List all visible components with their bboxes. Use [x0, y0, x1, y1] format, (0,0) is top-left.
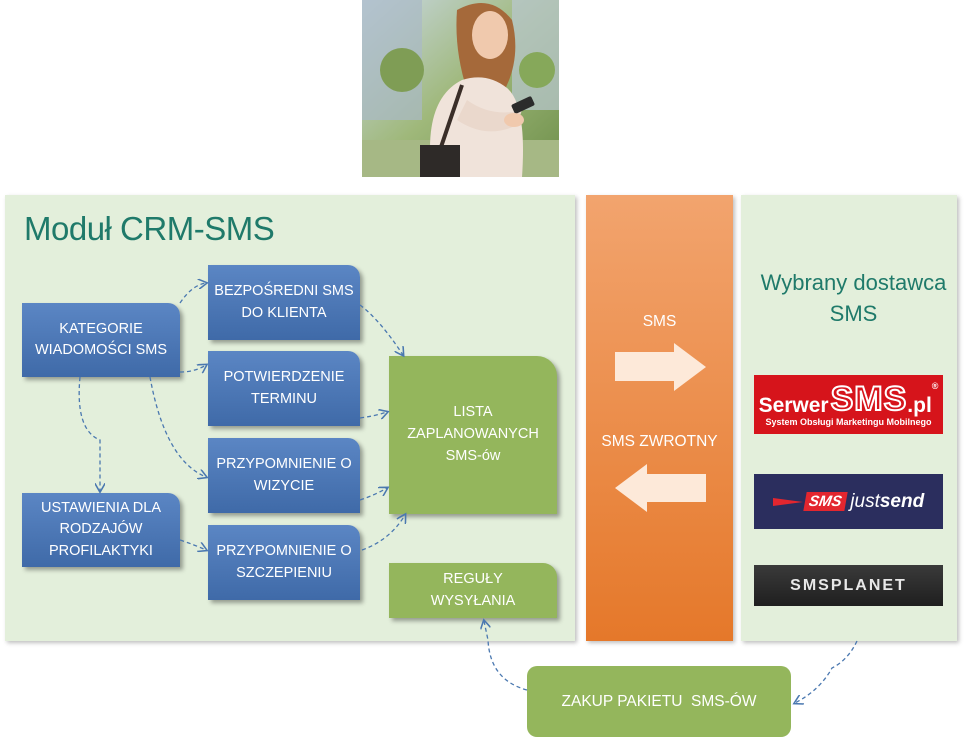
zakup-pakietu-label: ZAKUP PAKIETU SMS-ÓW	[561, 692, 757, 710]
kategorie-box: KATEGORIE WIADOMOŚCI SMS	[22, 303, 180, 377]
ustawienia-box: USTAWIENIA DLA RODZAJÓW PROFILAKTYKI	[22, 493, 180, 567]
justsend-logo-sms: SMS	[803, 492, 847, 511]
justsend-logo-send: send	[879, 490, 925, 512]
justsend-logo-just: just	[850, 490, 880, 512]
potwierdzenie-box: POTWIERDZENIE TERMINU	[208, 351, 360, 426]
serwersms-logo-tld: .pl	[907, 394, 932, 417]
serwersms-logo-main: Serwer	[758, 394, 829, 417]
smsplanet-logo-text: SMSPLANET	[790, 576, 907, 594]
sms-exchange-panel	[586, 195, 733, 641]
sms-zwrotny-label: SMS ZWROTNY	[601, 433, 718, 450]
connector-dostawca-zakup	[795, 640, 858, 703]
vendor-title: Wybrany dostawca SMS	[760, 270, 947, 326]
przypomnienie-szczepienie-box: PRZYPOMNIENIE O SZCZEPIENIU	[208, 525, 360, 600]
lista-zaplanowanych-box: LISTA ZAPLANOWANYCH SMS-ów	[389, 356, 557, 514]
justsend-logo[interactable]: SMS just send	[754, 474, 943, 529]
sms-label: SMS	[642, 313, 677, 330]
smsplanet-logo[interactable]: SMSPLANET	[754, 565, 943, 606]
zakup-pakietu-box[interactable]: ZAKUP PAKIETU SMS-ÓW	[527, 666, 791, 737]
reguly-label: REGUŁY WYSYŁANIA	[430, 570, 516, 609]
lista-label: LISTA ZAPLANOWANYCH SMS-ów	[407, 404, 539, 464]
serwersms-logo-tagline: System Obsługi Marketingu Mobilnego	[765, 417, 932, 427]
module-title: Moduł CRM-SMS	[24, 210, 275, 247]
serwersms-logo-big: SMS	[830, 380, 908, 418]
bezposredni-box: BEZPOŚREDNI SMS DO KLIENTA	[208, 265, 360, 340]
hero-photo	[362, 0, 559, 177]
reguly-wysylania-box: REGUŁY WYSYŁANIA	[389, 563, 557, 618]
serwersms-logo[interactable]: Serwer SMS .pl ® System Obsługi Marketin…	[754, 375, 943, 434]
serwersms-logo-registered: ®	[931, 381, 939, 391]
przypomnienie-wizyta-box: PRZYPOMNIENIE O WIZYCIE	[208, 438, 360, 513]
